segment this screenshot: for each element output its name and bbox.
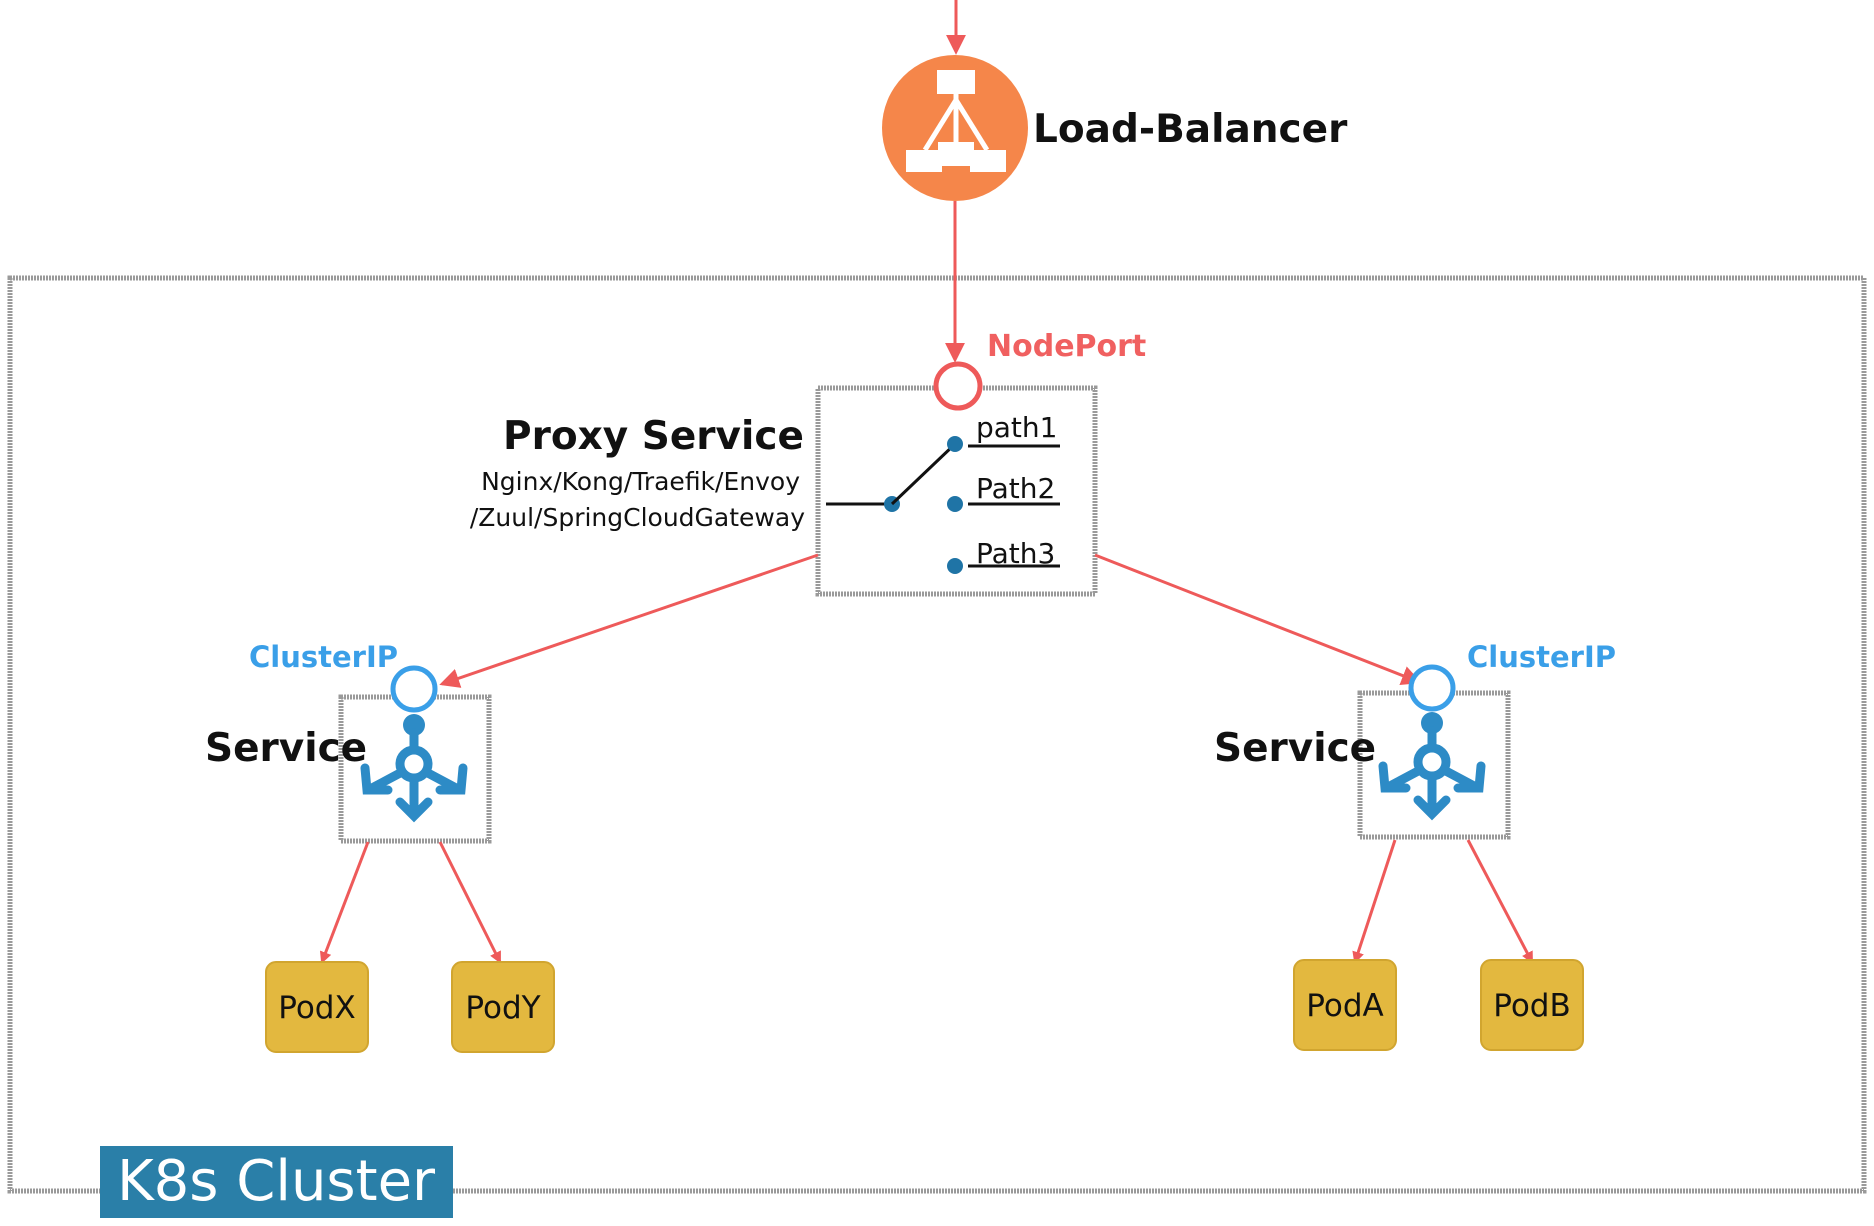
path2-label: Path2 [976,472,1055,505]
right-service-to-podb-arrow [1466,839,1534,964]
left-service-to-podx-arrow [319,841,370,964]
proxy-service-tech-line2: /Zuul/SpringCloudGateway [470,503,805,532]
pod-poda: PodA [1293,959,1397,1051]
right-service-icon [1378,712,1486,821]
right-service-label: Service [1214,726,1376,771]
pod-label: PodB [1493,988,1571,1024]
left-clusterip-port-icon [390,665,438,713]
load-balancer-label: Load-Balancer [1033,107,1348,152]
left-service-label: Service [205,726,367,771]
nodeport-port-icon [933,361,983,411]
pod-podb: PodB [1480,959,1584,1051]
left-clusterip-label: ClusterIP [249,640,398,674]
proxy-service-tech-line1: Nginx/Kong/Traefik/Envoy [481,467,800,496]
right-service-to-poda-arrow [1352,839,1397,964]
right-clusterip-label: ClusterIP [1467,640,1616,674]
k8s-cluster-label: K8s Cluster [117,1149,436,1214]
proxy-to-right-service-arrow [1094,553,1422,686]
right-clusterip-port-icon [1408,664,1456,712]
proxy-to-left-service-arrow [439,553,819,688]
pod-label: PodA [1306,988,1383,1024]
nodeport-label: NodePort [987,329,1146,364]
path3-label: Path3 [976,537,1055,570]
path1-label: path1 [976,411,1057,444]
pod-pody: PodY [451,961,555,1053]
path-switch-icon [826,436,1060,574]
k8s-cluster-badge: K8s Cluster [100,1146,453,1218]
proxy-service-title: Proxy Service [503,414,804,459]
pod-label: PodX [278,990,355,1026]
left-service-to-pody-arrow [438,841,502,964]
load-balancer-icon [882,55,1028,201]
pod-podx: PodX [265,961,369,1053]
k8s-cluster-boundary [7,275,1867,1194]
left-service-icon [360,714,468,823]
pod-label: PodY [465,990,540,1026]
